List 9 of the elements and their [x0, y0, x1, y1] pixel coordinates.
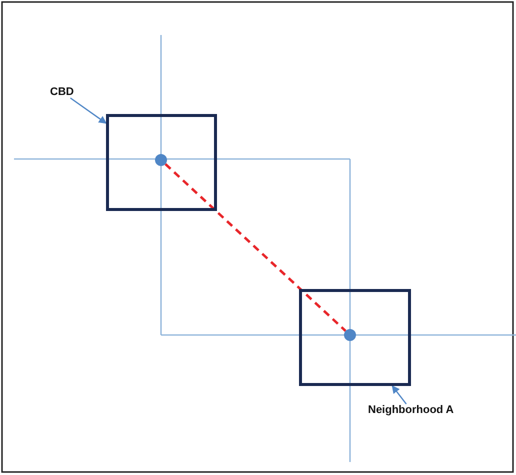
distance-line	[164, 163, 346, 332]
place-label: CBD	[50, 86, 74, 98]
center-point	[155, 154, 167, 166]
area-square	[106, 114, 217, 211]
arrow	[392, 385, 407, 404]
area-square	[299, 289, 411, 386]
arrow	[70, 97, 107, 124]
center-point	[344, 329, 356, 341]
place-label: Neighborhood A	[368, 404, 454, 416]
